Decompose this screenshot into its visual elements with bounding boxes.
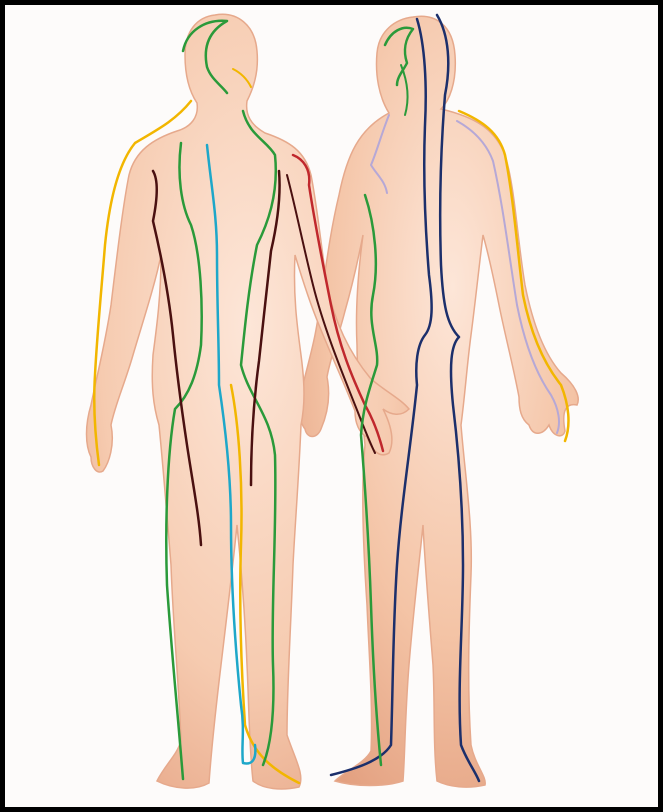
- front-figure: [87, 14, 410, 789]
- back-figure-body: [299, 16, 578, 787]
- front-figure-body: [87, 14, 410, 789]
- back-figure: [299, 16, 578, 787]
- meridian-illustration: [5, 5, 658, 807]
